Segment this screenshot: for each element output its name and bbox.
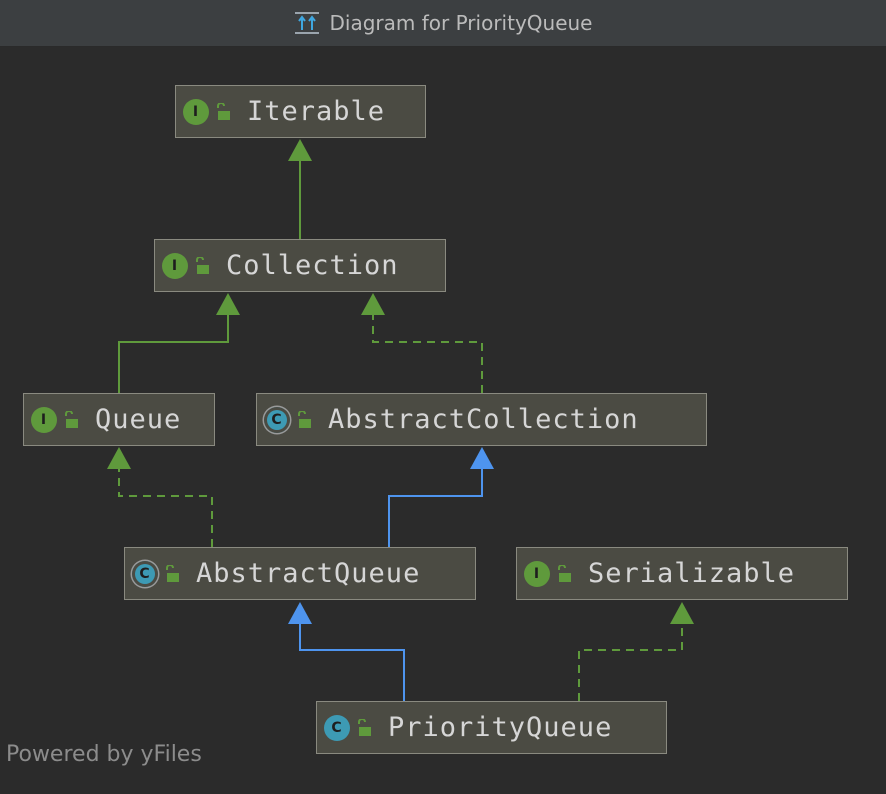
abstract-class-icon: C <box>264 406 290 433</box>
powered-by-label: Powered by yFiles <box>6 742 202 767</box>
node-priorityqueue[interactable]: C PriorityQueue <box>316 701 667 754</box>
edge-collection-iterable <box>288 139 312 239</box>
unlocked-icon <box>166 564 179 582</box>
unlocked-icon <box>65 410 78 428</box>
unlocked-icon <box>358 718 371 736</box>
interface-icon: I <box>524 560 550 587</box>
unlocked-icon <box>217 102 230 120</box>
node-label: Iterable <box>247 96 386 127</box>
node-label: AbstractCollection <box>328 404 639 435</box>
diagram-icon <box>294 10 320 36</box>
unlocked-icon <box>558 564 571 582</box>
window-title-bar: Diagram for PriorityQueue <box>0 0 886 47</box>
diagram-canvas[interactable]: I Iterable I Collection I Queue C Abstra… <box>0 47 886 794</box>
node-label: Serializable <box>588 558 796 589</box>
edge-queue-collection <box>118 293 240 393</box>
edges-layer <box>107 139 694 701</box>
node-label: Queue <box>95 404 182 435</box>
interface-icon: I <box>183 98 209 125</box>
edge-abstractcollection-collection <box>361 293 483 393</box>
edge-priorityqueue-abstractqueue <box>288 602 405 701</box>
edge-abstractqueue-abstractcollection <box>388 447 494 547</box>
node-iterable[interactable]: I Iterable <box>175 85 426 138</box>
node-label: Collection <box>226 250 399 281</box>
node-collection[interactable]: I Collection <box>154 239 446 292</box>
node-abstractcollection[interactable]: C AbstractCollection <box>256 393 707 446</box>
node-label: AbstractQueue <box>196 558 421 589</box>
class-icon: C <box>324 714 350 741</box>
unlocked-icon <box>298 410 311 428</box>
node-serializable[interactable]: I Serializable <box>516 547 848 600</box>
node-label: PriorityQueue <box>388 712 613 743</box>
node-queue[interactable]: I Queue <box>23 393 215 446</box>
unlocked-icon <box>196 256 209 274</box>
abstract-class-icon: C <box>132 560 158 587</box>
interface-icon: I <box>31 406 57 433</box>
node-abstractqueue[interactable]: C AbstractQueue <box>124 547 476 600</box>
window-title: Diagram for PriorityQueue <box>329 11 593 35</box>
interface-icon: I <box>162 252 188 279</box>
edge-abstractqueue-queue <box>107 447 213 547</box>
edge-priorityqueue-serializable <box>578 602 694 701</box>
